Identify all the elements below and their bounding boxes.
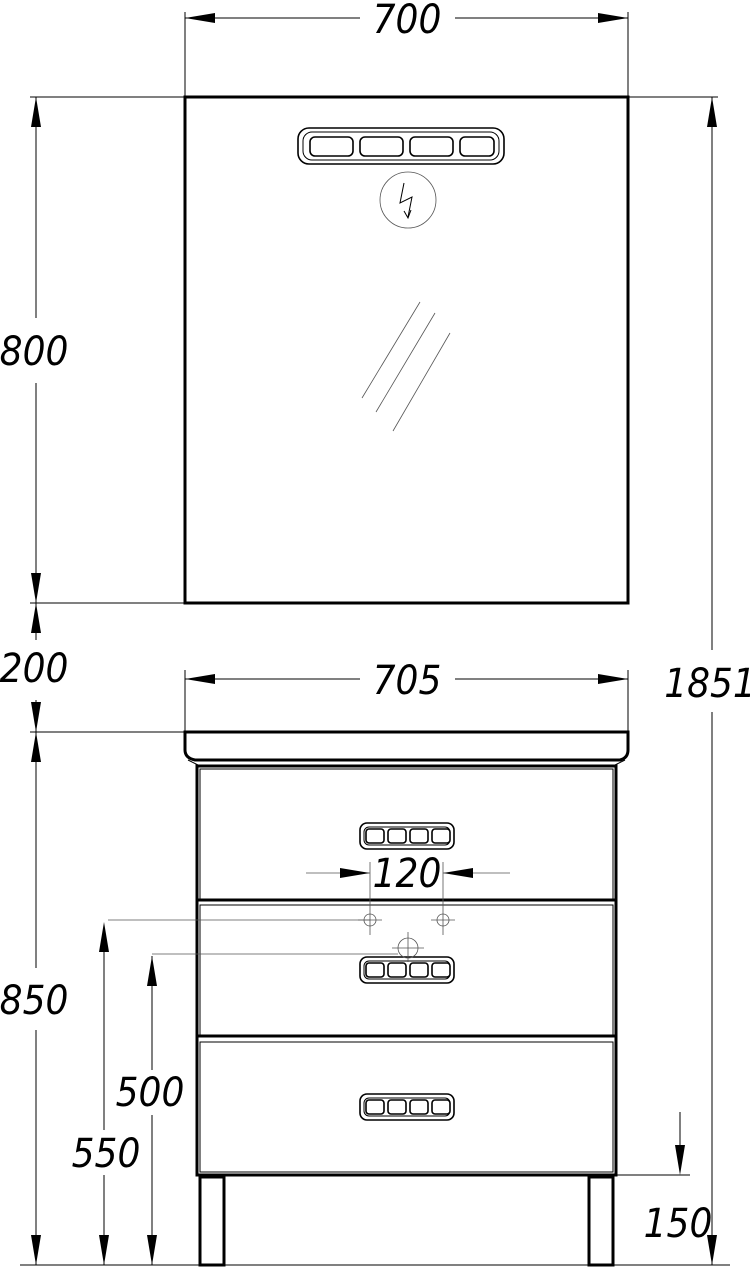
drawer-handle <box>359 1093 455 1121</box>
drawer-handle <box>359 956 455 984</box>
mirror-lamp <box>297 127 505 165</box>
dim-mirror-width: 700 <box>373 0 442 43</box>
dim-vanity-height: 850 <box>0 978 68 1024</box>
mirror-reflection <box>361 301 451 432</box>
washbasin <box>183 730 630 762</box>
dimension-lines <box>20 12 730 1266</box>
dim-mirror-height: 800 <box>0 329 68 375</box>
leg-right <box>587 1175 615 1267</box>
dim-vanity-width: 705 <box>373 658 442 704</box>
dim-outlet-500: 500 <box>116 1070 185 1116</box>
power-socket-icon <box>379 171 437 229</box>
dim-tap-spacing: 120 <box>373 851 442 897</box>
drawer-handle <box>359 822 455 850</box>
dim-outlet-550: 550 <box>72 1131 141 1177</box>
leg-left <box>198 1175 226 1267</box>
dim-leg-height: 150 <box>644 1201 713 1247</box>
dim-gap: 200 <box>0 646 68 692</box>
mirror-cabinet <box>183 95 630 605</box>
vanity-unit <box>183 730 630 1267</box>
drawer-bottom <box>199 1041 614 1173</box>
dim-total-height: 1851 <box>664 661 750 707</box>
